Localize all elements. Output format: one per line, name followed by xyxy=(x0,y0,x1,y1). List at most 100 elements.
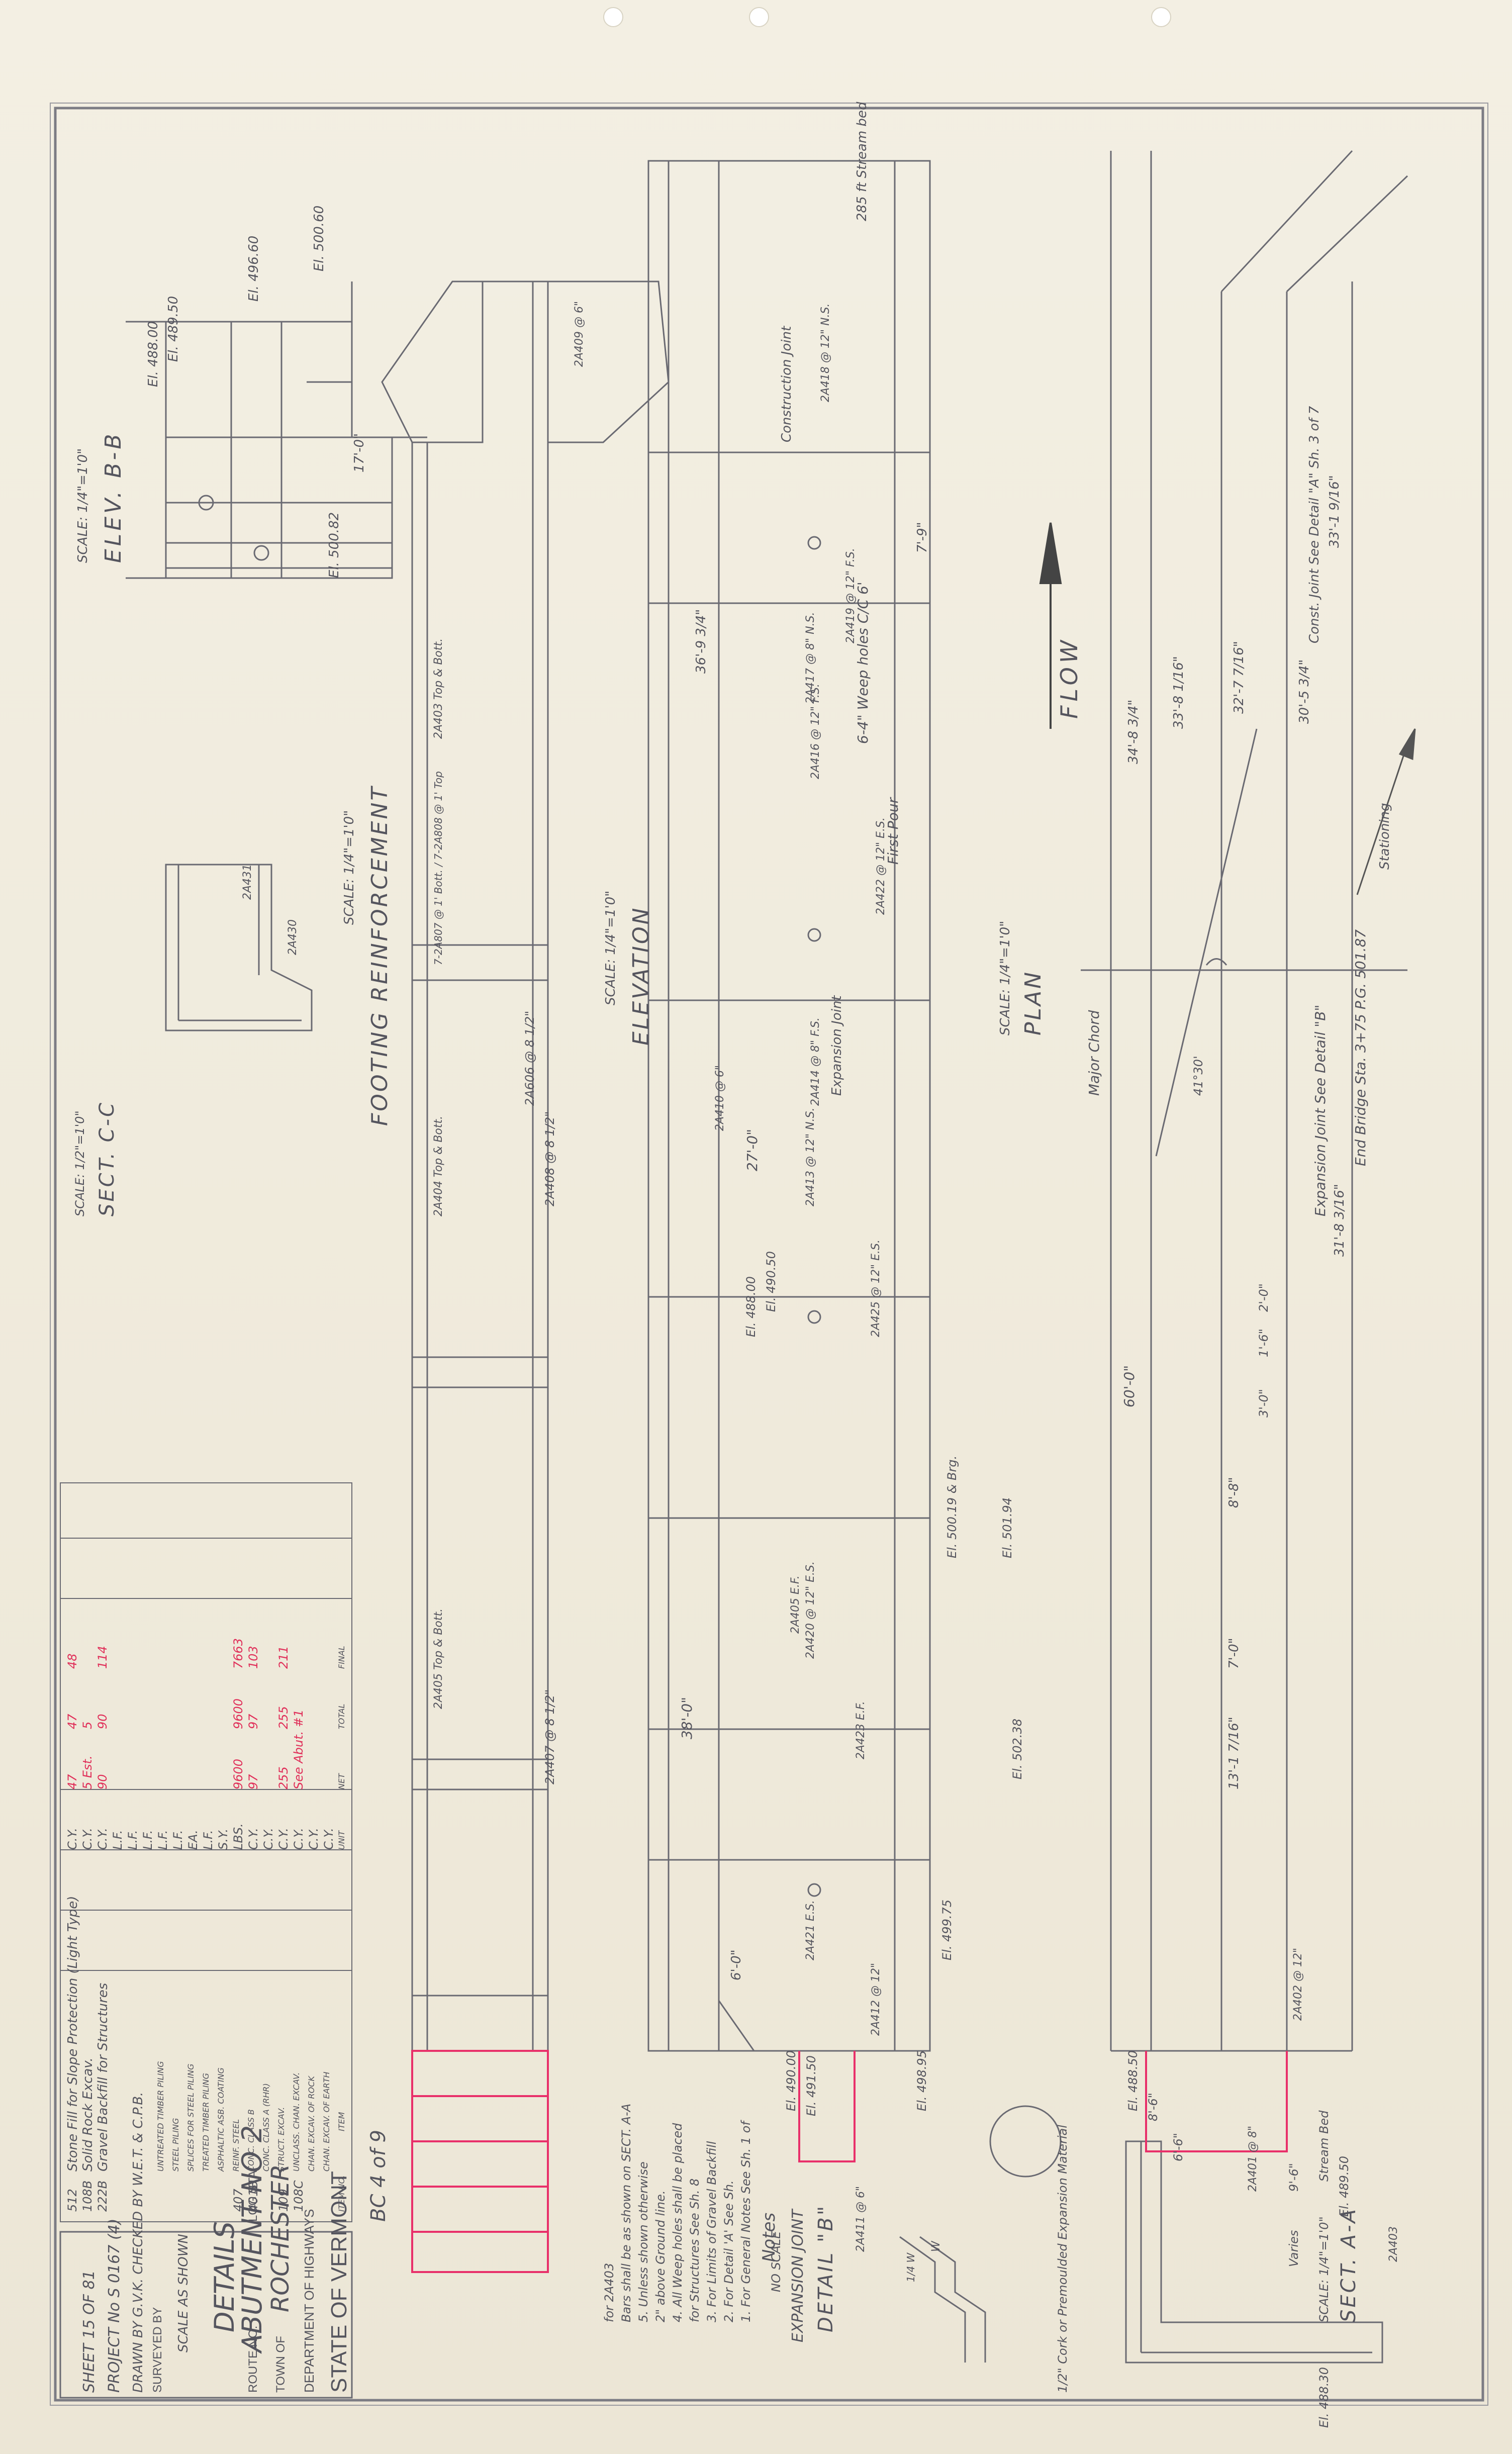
label-dim-6-6: 6'-6" xyxy=(1171,2133,1185,2161)
qty-cell-no: 108B xyxy=(80,2180,94,2212)
label-bars-2a402: 2A402 @ 12" xyxy=(1292,1947,1304,2021)
label-dim-8-6: 8'-6" xyxy=(1146,2093,1160,2121)
qty-cell-item: CONC. CLASS B xyxy=(246,2109,256,2172)
label-bars-2a425: 2A425 @ 12" E.S. xyxy=(870,1240,882,1337)
label-el-488-00: El. 488.00 xyxy=(146,321,161,387)
label-dim-36-9: 36'-9 3/4" xyxy=(694,609,709,674)
label-el-489-50: El. 489.50 xyxy=(166,296,181,362)
town-name: ROCHESTER xyxy=(266,2164,295,2312)
qty-cell-net: See Abut. #1 xyxy=(292,1709,306,1789)
sheet-border-outer xyxy=(50,103,1488,2406)
flow-arrow xyxy=(1039,522,1062,729)
surveyed-label: SURVEYED BY xyxy=(151,2307,164,2393)
label-dim-27: 27'-0" xyxy=(744,1128,761,1171)
label-el-489-50b: El. 489.50 xyxy=(1337,2155,1351,2217)
qty-cell-unit: L.F. xyxy=(156,1830,170,1850)
title-block-frame xyxy=(59,2231,353,2399)
note-line: Bars shall be as shown on SECT. A-A xyxy=(619,2103,633,2322)
label-bars-2a430: 2A430 xyxy=(287,919,299,955)
label-el-500-60: El. 500.60 xyxy=(312,205,327,271)
qty-cell-unit: C.Y. xyxy=(261,1828,275,1850)
label-stream-bed: Stream Bed xyxy=(1317,2110,1331,2182)
qty-cell-net: 97 xyxy=(246,1774,260,1789)
label-bars-2a807: 7-2A807 @ 1' Bott. / 7-2A808 @ 1' Top xyxy=(432,771,444,965)
qty-cell-total: 47 xyxy=(65,1714,79,1729)
elev-bb-scale: SCALE: 1/4"=1'0" xyxy=(75,448,90,563)
drawn-label: DRAWN BY G.V.K. CHECKED BY W.E.T. & C.P.… xyxy=(131,2092,146,2393)
qty-cell-unit: C.Y. xyxy=(65,1828,79,1850)
qty-cell-item: CHAN. EXCAV. OF ROCK xyxy=(307,2076,316,2172)
footing-view xyxy=(381,280,670,2052)
label-bars-2a414: 2A414 @ 8" F.S. xyxy=(809,1017,822,1106)
label-stationing: Stationing xyxy=(1377,803,1392,870)
label-skew: 41°30' xyxy=(1191,1056,1205,1096)
qty-cell-item: REINF. STEEL xyxy=(231,2119,241,2172)
label-dim-33-1: 33'-1 9/16" xyxy=(1327,475,1342,548)
qty-cell-unit: L.F. xyxy=(171,1830,185,1850)
qty-cell-item: TREATED TIMBER PILING xyxy=(201,2072,211,2172)
label-dim-6-0: 6'-0" xyxy=(729,1949,744,1980)
elevation-title: ELEVATION xyxy=(628,906,654,1046)
footing-title: FOOTING REINFORCEMENT xyxy=(367,785,393,1126)
qty-cell-unit: EA. xyxy=(186,1830,200,1850)
note-line: 4. All Weep holes shall be placed xyxy=(671,2123,685,2322)
label-el-502-38: El. 502.38 xyxy=(1010,1718,1024,1779)
label-el-501-94: El. 501.94 xyxy=(1000,1497,1014,1558)
scale-label: SCALE AS SHOWN xyxy=(176,2234,191,2352)
qty-cell-no: 512 xyxy=(65,2189,79,2212)
punch-hole xyxy=(1151,7,1171,27)
qty-header: ITEM NO. xyxy=(337,2175,346,2212)
label-dim-30-5: 30'-5 3/4" xyxy=(1297,659,1312,724)
qty-cell-unit: L.F. xyxy=(111,1830,125,1850)
plan-view xyxy=(1081,150,1408,2052)
qty-cell-unit: C.Y. xyxy=(246,1828,260,1850)
qty-cell-item: CHAN. EXCAV. OF EARTH xyxy=(322,2071,331,2172)
label-varies: Varies xyxy=(1287,2230,1301,2267)
sect-aa-scale: SCALE: 1/4"=1'0" xyxy=(1317,2216,1331,2322)
label-streambed: 285 ft Stream bed xyxy=(855,102,870,221)
label-bars-2a412: 2A412 @ 12" xyxy=(870,1962,882,2036)
label-el-500-19: El. 500.19 & Brg. xyxy=(945,1455,959,1558)
label-dim-31-8: 31'-8 3/16" xyxy=(1332,1184,1347,1257)
qty-header: UNIT xyxy=(337,1830,346,1850)
label-dim-2-0: 2'-0" xyxy=(1257,1283,1271,1312)
label-dim-1-6: 1'-6" xyxy=(1257,1329,1271,1357)
label-dim-7-9: 7'-9" xyxy=(915,522,930,553)
qty-cell-net: 9600 xyxy=(231,1758,245,1789)
label-bars-2a420: 2A420 @ 12" E.S. xyxy=(804,1561,817,1659)
qty-header: NET xyxy=(337,1773,346,1789)
punch-hole xyxy=(603,7,623,27)
qty-cell-net: 5 Est. xyxy=(80,1755,94,1789)
label-bars-2a407: 2A407 @ 8 1/2" xyxy=(543,1689,557,1784)
note-line: for Structures See Sh. 8 xyxy=(688,2178,702,2322)
qty-cell-item: STEEL PILING xyxy=(171,2118,180,2172)
town-label: TOWN OF xyxy=(274,2336,288,2393)
label-el-499-75: El. 499.75 xyxy=(940,1899,954,1960)
label-el-496-60: El. 496.60 xyxy=(246,235,261,302)
label-bars-top-bott-2: 2A404 Top & Bott. xyxy=(432,1115,445,1216)
note-line: 3. For Limits of Gravel Backfill xyxy=(705,2141,719,2322)
label-end-bridge: End Bridge Sta. 3+75 P.G. 501.87 xyxy=(1352,929,1369,1166)
qty-cell-item: UNCLASS. CHAN. EXCAV. xyxy=(292,2072,301,2172)
detail-b-title: DETAIL "B" xyxy=(814,2204,837,2332)
label-dim-8-8: 8'-8" xyxy=(1226,1477,1242,1508)
label-bars-2a403: 2A403 xyxy=(1387,2226,1400,2262)
qty-cell-final: 211 xyxy=(276,1646,291,1669)
drawing-title-2: DETAILS xyxy=(209,2221,240,2332)
label-wh-label: 1/4 W xyxy=(905,2252,917,2282)
label-el-488-00b: El. 488.00 xyxy=(744,1276,758,1337)
quantities-table-frame xyxy=(60,1482,352,2222)
qty-cell-item: SPLICES FOR STEEL PILING xyxy=(186,2063,196,2172)
qty-cell-no: 108C xyxy=(292,2180,306,2212)
label-bars-2a410: 2A410 @ 6" xyxy=(714,1065,726,1131)
label-el-500-82: El. 500.82 xyxy=(327,512,342,578)
qty-cell-no: 222B xyxy=(96,2180,110,2212)
label-bars-2a408: 2A408 @ 8 1/2" xyxy=(543,1111,557,1206)
qty-cell-item: ASPHALTIC ASB. COATING xyxy=(216,2067,226,2172)
qty-cell-final: 7663 xyxy=(231,1638,245,1669)
qty-cell-item: Solid Rock Excav. xyxy=(80,2057,96,2172)
label-const-joint-see: Const. Joint See Detail "A" Sh. 3 of 7 xyxy=(1307,406,1322,643)
label-bars-2a409: 2A409 @ 6" xyxy=(573,301,586,367)
